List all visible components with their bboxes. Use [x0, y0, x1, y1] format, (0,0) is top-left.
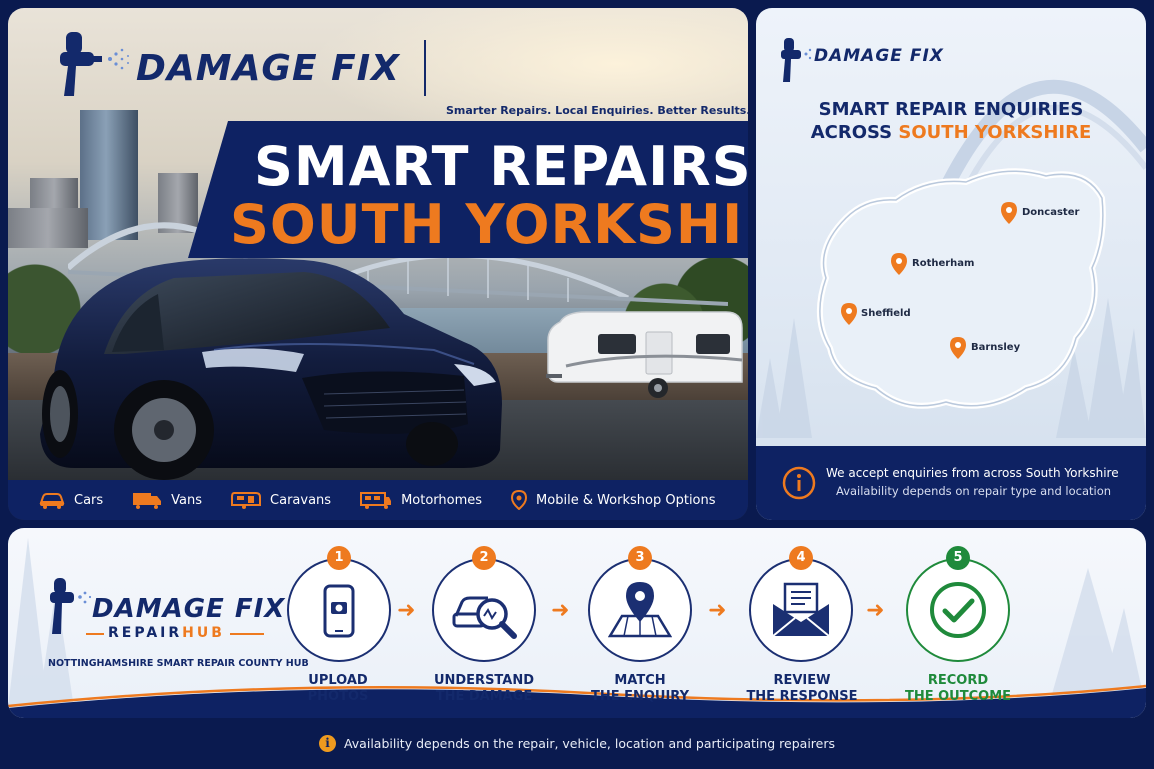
arrow-right-icon: ➜ [708, 598, 727, 623]
info-icon [782, 466, 816, 500]
step-label-line-1: UPLOAD [308, 673, 368, 688]
caravan-icon [231, 492, 262, 509]
arrow-right-icon: ➜ [397, 598, 416, 623]
location-pin-icon [891, 253, 907, 275]
step-3: 3 [588, 546, 698, 668]
spray-gun-icon [50, 578, 92, 634]
town-label-barnsley: Barnsley [971, 342, 1021, 353]
arrow-right-icon: ➜ [866, 598, 885, 623]
vehicle-item-cars: Cars [38, 491, 103, 509]
logo-divider [424, 40, 426, 96]
hero-panel: DAMAGE FIX Smarter Repairs. Local Enquir… [8, 8, 748, 520]
forest-watermark [756, 298, 1146, 438]
step-1: 1 [287, 546, 397, 668]
caravan-illustration [546, 311, 743, 398]
step-2-label: UNDERSTAND THE DAMAGE [404, 673, 564, 705]
footer-note: Availability depends on the repair, vehi… [343, 736, 836, 751]
step-1-label: UPLOAD PHOTOS [258, 673, 418, 705]
step-5: 5 [906, 546, 1016, 668]
map-title-prefix: ACROSS [810, 122, 899, 143]
map-brand: DAMAGE FIX [814, 46, 944, 66]
skyscraper [80, 110, 138, 240]
map-info-line-1: We accept enquiries from across South Yo… [826, 466, 1119, 480]
hub-line-left [86, 633, 104, 635]
step-label-line-1: RECORD [927, 673, 989, 688]
arrow-right-icon: ➜ [551, 598, 570, 623]
map-panel: DAMAGE FIX SMART REPAIR ENQUIRIES ACROSS… [756, 8, 1146, 520]
step-label-line-1: REVIEW [773, 673, 831, 688]
map-title-line-2: ACROSS SOUTH YORKSHIRE [756, 122, 1146, 143]
step-label-line-2: THE DAMAGE [435, 689, 533, 704]
step-label-line-2: THE OUTCOME [904, 689, 1012, 704]
hub-sub-brand: REPAIRHUB [108, 625, 225, 641]
step-4: 4 [749, 546, 859, 668]
step-4-label: REVIEW THE RESPONSE [722, 673, 882, 705]
van-icon [133, 493, 162, 509]
phone-camera-icon [323, 584, 355, 638]
town-label-doncaster: Doncaster [1022, 207, 1080, 218]
step-number: 3 [628, 546, 652, 570]
magnifier-damage-icon [452, 596, 517, 639]
step-label-line-2: THE ENQUIRY [590, 689, 690, 704]
location-pin-icon [950, 337, 966, 359]
info-icon: i [318, 735, 336, 752]
town-label-rotherham: Rotherham [912, 258, 975, 269]
location-pin-icon [511, 490, 528, 510]
spray-gun-icon [60, 32, 129, 96]
vehicle-label: Mobile & Workshop Options [536, 492, 716, 508]
step-5-label: RECORD THE OUTCOME [878, 673, 1038, 705]
hub-brand: DAMAGE FIX [92, 594, 286, 624]
headline-banner [188, 121, 748, 258]
vehicle-label: Motorhomes [401, 492, 483, 508]
forest-watermark [8, 538, 1146, 708]
map-info-line-2: Availability depends on repair type and … [836, 484, 1112, 498]
map-pin-icon [608, 582, 672, 638]
hub-subtitle: NOTTINGHAMSHIRE SMART REPAIR COUNTY HUB [48, 658, 309, 669]
location-pin-icon [841, 303, 857, 325]
step-3-label: MATCH THE ENQUIRY [560, 673, 720, 705]
headline-line-2: SOUTH YORKSHIRE [230, 193, 748, 256]
step-circle [906, 558, 1010, 662]
vehicle-label: Vans [171, 492, 203, 508]
footer: i Availability depends on the repair, ve… [0, 718, 1154, 769]
bottom-swoosh [8, 684, 1146, 718]
motorhome-icon [360, 492, 392, 509]
envelope-icon [772, 582, 830, 637]
step-label-line-1: MATCH [614, 673, 666, 688]
headline-line-1: SMART REPAIRS [254, 135, 748, 198]
check-circle-icon [930, 582, 986, 638]
map-info-box: We accept enquiries from across South Yo… [756, 446, 1146, 520]
step-label-line-2: PHOTOS [307, 689, 369, 704]
hub-line-right [230, 633, 264, 635]
vehicle-label: Cars [74, 492, 104, 508]
vehicle-item-caravans: Caravans [230, 491, 331, 509]
step-number: 1 [327, 546, 351, 570]
process-panel: DAMAGE FIX REPAIRHUB NOTTINGHAMSHIRE SMA… [8, 528, 1146, 718]
step-label-line-1: UNDERSTAND [433, 673, 535, 688]
hub-sub-brand-left: REPAIR [108, 625, 183, 641]
car-illustration [40, 258, 502, 480]
car-icon [39, 493, 65, 509]
vehicle-label: Caravans [270, 492, 332, 508]
map-title-line-1: SMART REPAIR ENQUIRIES [818, 99, 1084, 120]
location-pin-icon [1001, 202, 1017, 224]
vehicle-item-vans: Vans [131, 491, 202, 509]
step-number: 4 [789, 546, 813, 570]
step-number: 5 [946, 546, 970, 570]
spray-gun-icon [781, 38, 812, 82]
vehicle-item-motorhomes: Motorhomes [359, 491, 482, 509]
step-2: 2 [432, 546, 542, 668]
hub-sub-brand-right: HUB [182, 625, 225, 641]
map-title-highlight: SOUTH YORKSHIRE [898, 122, 1092, 143]
step-number: 2 [472, 546, 496, 570]
hero-brand: DAMAGE FIX [136, 48, 400, 89]
hero-tagline: Smarter Repairs. Local Enquiries. Better… [446, 104, 748, 117]
vehicle-item-mobile-workshop: Mobile & Workshop Options [510, 490, 716, 510]
town-label-sheffield: Sheffield [861, 308, 911, 319]
step-label-line-2: THE RESPONSE [746, 689, 858, 704]
bridge-watermark [939, 79, 1146, 192]
south-yorkshire-map [816, 168, 1106, 409]
vehicle-types-bar: Cars Vans Caravans M [8, 480, 748, 520]
hero-logo: DAMAGE FIX [52, 30, 432, 100]
